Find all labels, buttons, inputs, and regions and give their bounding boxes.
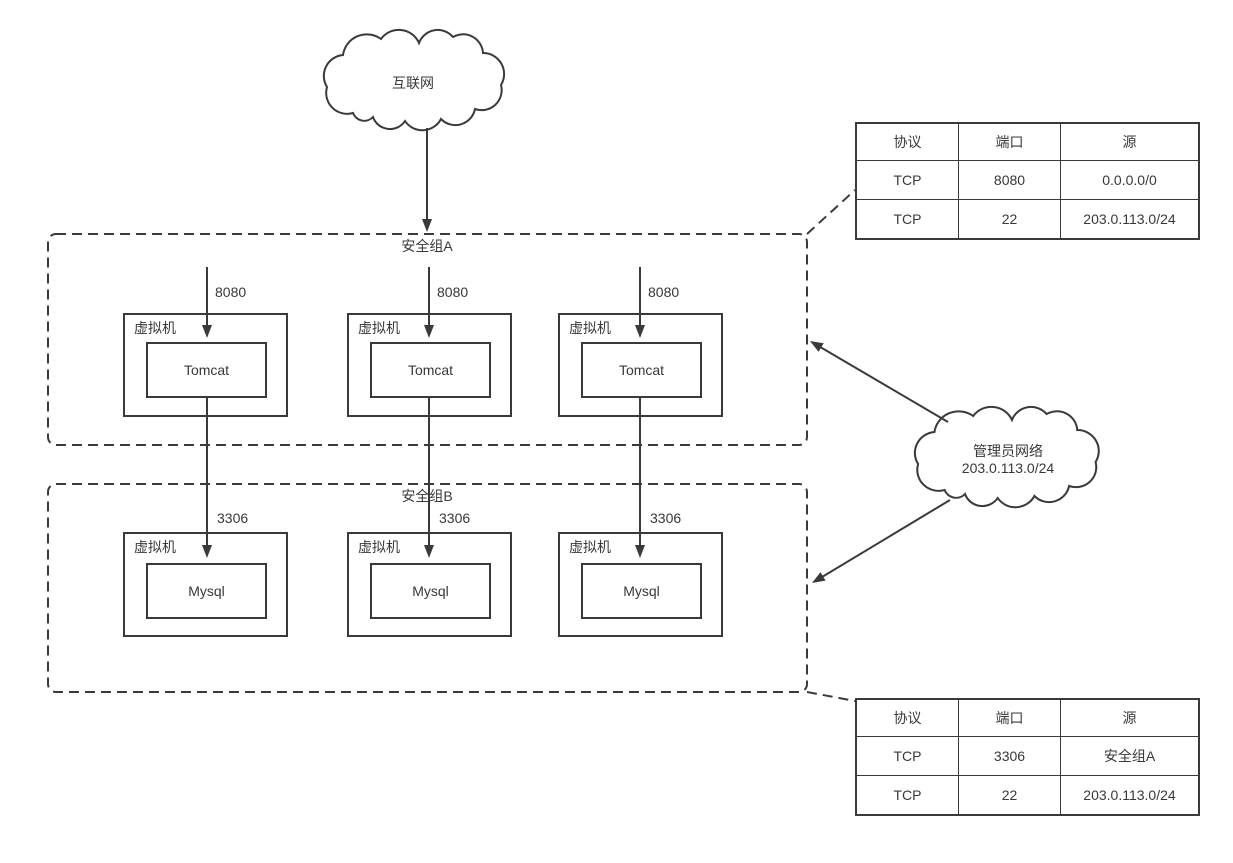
vm-label: 虚拟机	[358, 539, 400, 555]
admin-network-cloud-shape	[913, 405, 1100, 509]
tomcat-label: Tomcat	[183, 362, 230, 378]
table-header-row: 协议 端口 源	[855, 698, 1200, 737]
group-a-rules-table: 协议 端口 源 TCP 8080 0.0.0.0/0 TCP 22 203.0.…	[855, 122, 1200, 240]
vm-label: 虚拟机	[134, 320, 176, 336]
port-label-8080-vm2: 8080	[437, 284, 469, 300]
table-row: TCP 22 203.0.113.0/24	[855, 775, 1200, 816]
cell-port: 8080	[958, 160, 1061, 200]
vm-box-tomcat-1: 虚拟机 Tomcat	[123, 313, 288, 417]
mysql-label: Mysql	[412, 583, 449, 599]
vm-label: 虚拟机	[134, 539, 176, 555]
internet-cloud-label: 互联网	[321, 35, 505, 131]
vm-box-tomcat-3: 虚拟机 Tomcat	[558, 313, 723, 417]
security-group-b-label: 安全组B	[401, 488, 453, 504]
mysql-box-1: Mysql	[146, 563, 267, 619]
tomcat-box-1: Tomcat	[146, 342, 267, 398]
table-row: TCP 22 203.0.113.0/24	[855, 199, 1200, 240]
cell-protocol: TCP	[855, 775, 959, 816]
port-label-8080-vm1: 8080	[215, 284, 247, 300]
cell-port: 22	[958, 199, 1061, 240]
vm-label: 虚拟机	[358, 320, 400, 336]
table-row: TCP 3306 安全组A	[855, 736, 1200, 776]
connector-group-b-to-table	[806, 691, 856, 702]
mysql-label: Mysql	[623, 583, 660, 599]
cell-source: 203.0.113.0/24	[1060, 199, 1200, 240]
cell-protocol: TCP	[855, 199, 959, 240]
port-label-3306-vm1: 3306	[217, 510, 249, 526]
cell-protocol: TCP	[855, 160, 959, 200]
mysql-box-2: Mysql	[370, 563, 491, 619]
tomcat-label: Tomcat	[407, 362, 454, 378]
arrow-admin-to-group-b	[811, 499, 951, 584]
cell-source: 安全组A	[1060, 736, 1200, 776]
security-group-a-boundary	[47, 233, 808, 446]
port-label-8080-vm3: 8080	[648, 284, 680, 300]
port-label-3306-vm2: 3306	[439, 510, 471, 526]
vm-label: 虚拟机	[569, 539, 611, 555]
table-row: TCP 8080 0.0.0.0/0	[855, 160, 1200, 200]
admin-network-cidr: 203.0.113.0/24	[961, 460, 1055, 476]
security-group-a-label: 安全组A	[401, 238, 453, 254]
tomcat-box-3: Tomcat	[581, 342, 702, 398]
header-protocol: 协议	[855, 122, 959, 161]
table-header-row: 协议 端口 源	[855, 122, 1200, 161]
vm-box-tomcat-2: 虚拟机 Tomcat	[347, 313, 512, 417]
internet-cloud-text: 互联网	[392, 74, 434, 91]
cell-port: 3306	[958, 736, 1061, 776]
tomcat-box-2: Tomcat	[370, 342, 491, 398]
port-label-3306-vm3: 3306	[650, 510, 682, 526]
cell-protocol: TCP	[855, 736, 959, 776]
tomcat-label: Tomcat	[618, 362, 665, 378]
cell-port: 22	[958, 775, 1061, 816]
header-source: 源	[1060, 122, 1200, 161]
header-source: 源	[1060, 698, 1200, 737]
cell-source: 203.0.113.0/24	[1060, 775, 1200, 816]
header-protocol: 协议	[855, 698, 959, 737]
cell-source: 0.0.0.0/0	[1060, 160, 1200, 200]
vm-box-mysql-1: 虚拟机 Mysql	[123, 532, 288, 637]
mysql-label: Mysql	[188, 583, 225, 599]
header-port: 端口	[958, 698, 1061, 737]
header-port: 端口	[958, 122, 1061, 161]
security-group-b-boundary	[47, 483, 808, 693]
vm-label: 虚拟机	[569, 320, 611, 336]
admin-network-cloud-label: 管理员网络 203.0.113.0/24	[912, 412, 1104, 508]
vm-box-mysql-2: 虚拟机 Mysql	[347, 532, 512, 637]
group-b-rules-table: 协议 端口 源 TCP 3306 安全组A TCP 22 203.0.113.0…	[855, 698, 1200, 816]
vm-box-mysql-3: 虚拟机 Mysql	[558, 532, 723, 637]
internet-cloud-shape	[322, 28, 506, 132]
arrow-admin-to-group-a	[809, 340, 949, 423]
admin-network-name: 管理员网络	[973, 443, 1043, 459]
mysql-box-3: Mysql	[581, 563, 702, 619]
connector-group-a-to-table	[806, 189, 856, 235]
